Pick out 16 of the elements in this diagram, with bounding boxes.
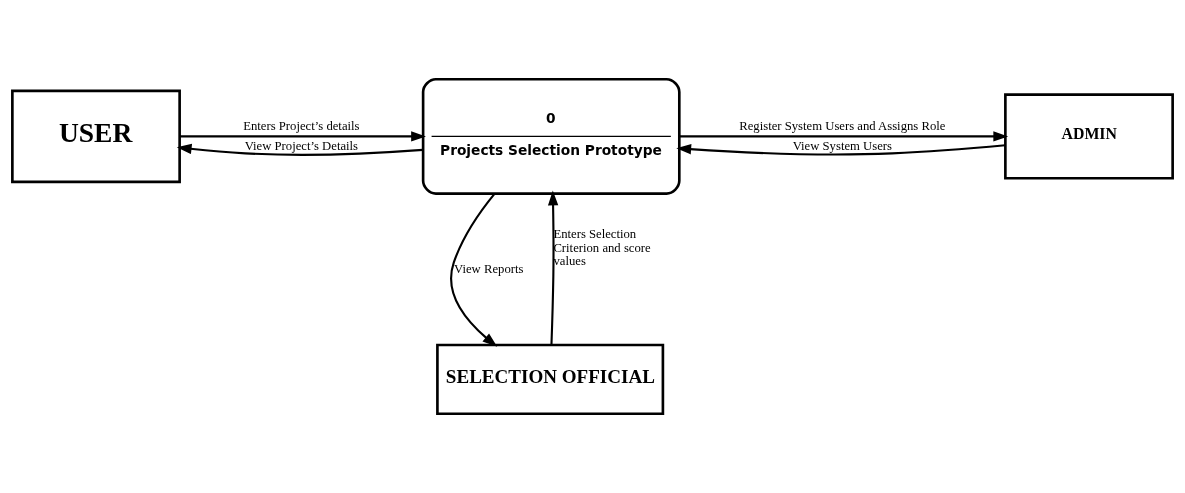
node-box: 0 Projects Selection Prototype (421, 77, 681, 195)
edge-label: View Project’s Details (244, 138, 359, 153)
arrow (179, 131, 426, 142)
edge-label: View System Users (792, 138, 892, 153)
edge-label: Enters Project’s details (243, 118, 360, 133)
node-box: ADMIN (1004, 93, 1174, 180)
arrow (450, 192, 498, 347)
node-box: SELECTION OFFICIAL (436, 343, 665, 416)
edge-label: Register System Users and Assigns Role (739, 118, 946, 133)
edge-label: Enters Selection Criterion and score values (553, 226, 651, 269)
arrow (547, 190, 559, 345)
arrow (176, 143, 423, 156)
edge-label: View Reports (454, 261, 524, 276)
node-box: USER (11, 89, 181, 184)
arrow (679, 131, 1009, 142)
arrow (676, 144, 1006, 156)
